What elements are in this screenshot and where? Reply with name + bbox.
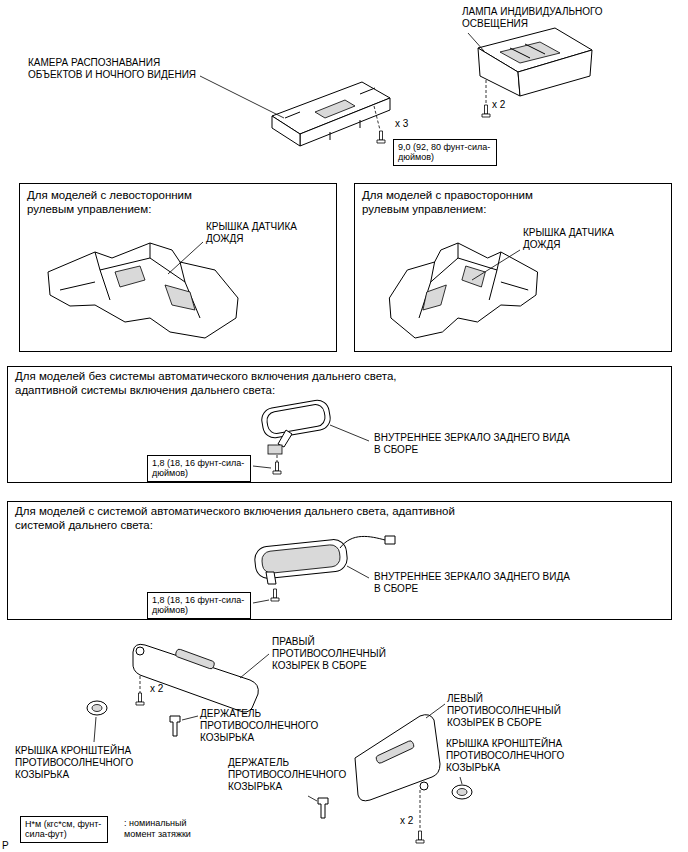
- leader-line: [94, 717, 96, 742]
- panel-heading: Для моделей с системой автоматического в…: [15, 504, 485, 533]
- screw-axis: [140, 676, 141, 693]
- part-label: КРЫШКА КРОНШТЕЙНА ПРОТИВОСОЛНЕЧНОГО КОЗЫ…: [15, 745, 145, 781]
- camera: [272, 82, 390, 146]
- page-code: P: [2, 840, 22, 852]
- screw-axis: [277, 455, 278, 462]
- visor-slot: [375, 740, 415, 764]
- visor-holder: [170, 716, 180, 736]
- part-label: КРЫШКА ДАТЧИКА ДОЖДЯ: [523, 227, 633, 251]
- panel-heading: Для моделей с левосторонним рулевым упра…: [27, 188, 207, 217]
- sun-visor: [133, 644, 258, 712]
- part-label: ЛАМПА ИНДИВИДУАЛЬНОГО ОСВЕЩЕНИЯ: [462, 6, 617, 30]
- screw-axis: [374, 106, 380, 130]
- torque-value: 1,8 (18, 16 фунт-сила-дюймов): [152, 458, 246, 479]
- bracket-cover: [87, 701, 107, 715]
- screw-axis: [486, 80, 487, 104]
- leader-line: [253, 600, 269, 603]
- mirror-stem: [266, 572, 276, 584]
- bracket-cover: [452, 785, 472, 799]
- mirror-mount: [268, 445, 282, 454]
- lamp-buttons: [500, 42, 560, 63]
- sun-visor: [355, 715, 440, 801]
- mirror-body: [260, 398, 332, 439]
- visor-body: [355, 715, 440, 801]
- leader-line: [426, 704, 445, 718]
- screw-axis: [420, 790, 421, 830]
- quantity-label: x 3: [395, 118, 425, 130]
- mirror-glass: [261, 544, 341, 574]
- part-label: ВНУТРЕННЕЕ ЗЕРКАЛО ЗАДНЕГО ВИДА В СБОРЕ: [374, 571, 575, 595]
- camera-front: [300, 98, 390, 146]
- quantity-label: x 2: [492, 99, 522, 111]
- part-label: ВНУТРЕННЕЕ ЗЕРКАЛО ЗАДНЕГО ВИДА В СБОРЕ: [374, 432, 575, 456]
- panel-heading: Для моделей с правосторонним рулевым упр…: [362, 188, 547, 217]
- rain-sensor-cover: [389, 243, 537, 338]
- personal-lamp: [478, 28, 592, 96]
- visor-body: [133, 644, 258, 712]
- part-label: ДЕРЖАТЕЛЬ ПРОТИВОСОЛНЕЧНОГО КОЗЫРЬКА: [228, 757, 353, 793]
- mirror-glass: [266, 403, 327, 435]
- mirror-stem: [278, 430, 292, 447]
- screw: [136, 693, 144, 705]
- screw: [377, 131, 385, 143]
- variant-panel: Для моделей с левосторонним рулевым упра…: [19, 183, 337, 352]
- camera-side: [272, 116, 300, 146]
- leader-line: [200, 76, 284, 118]
- camera-detail: [285, 88, 375, 140]
- rear-view-mirror: [260, 398, 332, 454]
- leader-line: [347, 566, 369, 578]
- part-label: КРЫШКА ДАТЧИКА ДОЖДЯ: [206, 221, 316, 245]
- wire-connector: [385, 536, 395, 544]
- part-label: КРЫШКА КРОНШТЕЙНА ПРОТИВОСОЛНЕЧНОГО КОЗЫ…: [446, 738, 576, 774]
- torque-box: 1,8 (18, 16 фунт-сила-дюймов): [147, 455, 251, 482]
- leader-line: [253, 466, 271, 468]
- variant-panel: Для моделей с правосторонним рулевым упр…: [354, 183, 672, 352]
- torque-legend-box: Н*м (кгс*см, фунт-сила-фут): [20, 816, 108, 843]
- quantity-label: x 2: [400, 815, 430, 827]
- legend-text: : номинальный момент затяжки: [124, 818, 209, 840]
- rear-view-mirror: [254, 536, 395, 584]
- screw: [273, 462, 281, 474]
- camera-lens: [315, 100, 355, 118]
- torque-box: 9,0 (92, 80 фунт-сила-дюймов): [393, 139, 497, 166]
- leader-line: [468, 33, 484, 51]
- visor-slot: [175, 648, 215, 669]
- mirror-wire: [340, 536, 385, 548]
- variant-panel: Для моделей с системой автоматического в…: [7, 501, 672, 620]
- visor-pivot: [136, 647, 144, 655]
- torque-value: 1,8 (18, 16 фунт-сила-дюймов): [152, 595, 246, 616]
- leader-line: [182, 716, 198, 720]
- screw: [271, 589, 279, 601]
- screw: [416, 831, 424, 843]
- quantity-label: x 2: [150, 683, 180, 695]
- visor-holder: [318, 798, 328, 818]
- rain-sensor-cover: [48, 243, 238, 338]
- leader-line: [308, 796, 317, 801]
- leader-line: [460, 777, 462, 784]
- visor-pivot: [420, 782, 428, 790]
- torque-value: 9,0 (92, 80 фунт-сила-дюймов): [398, 142, 492, 163]
- torque-value: Н*м (кгс*см, фунт-сила-фут): [25, 819, 103, 840]
- screw: [482, 105, 490, 117]
- bracket-cover-inner: [457, 789, 467, 796]
- lamp-detail: [510, 44, 545, 58]
- leader-line: [472, 250, 520, 280]
- bracket-cover-inner: [92, 705, 102, 712]
- part-label: ПРАВЫЙ ПРОТИВОСОЛНЕЧНЫЙ КОЗЫРЕК В СБОРЕ: [272, 636, 397, 672]
- leader-line: [168, 242, 203, 274]
- panel-heading: Для моделей без системы автоматического …: [15, 369, 435, 398]
- torque-box: 1,8 (18, 16 фунт-сила-дюймов): [147, 592, 251, 619]
- part-label: ЛЕВЫЙ ПРОТИВОСОЛНЕЧНЫЙ КОЗЫРЕК В СБОРЕ: [447, 693, 572, 729]
- part-label: ДЕРЖАТЕЛЬ ПРОТИВОСОЛНЕЧНОГО КОЗЫРЬКА: [200, 708, 325, 744]
- leader-line: [330, 425, 369, 441]
- leader-line: [240, 654, 269, 678]
- part-label: КАМЕРА РАСПОЗНАВАНИЯ ОБЪЕКТОВ И НОЧНОГО …: [28, 57, 210, 81]
- variant-panel: Для моделей без системы автоматического …: [7, 366, 672, 483]
